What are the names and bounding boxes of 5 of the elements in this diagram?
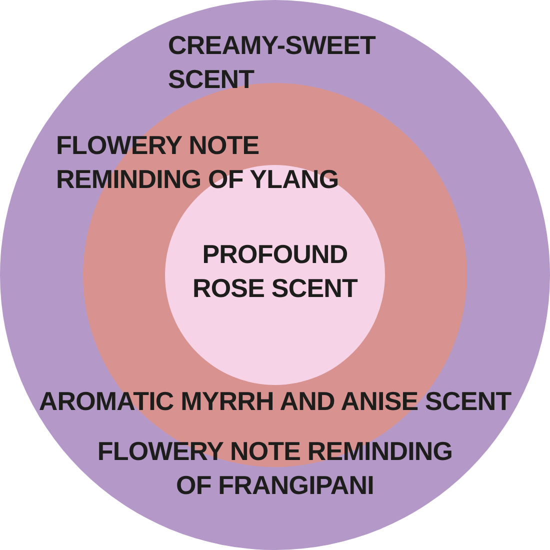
- ring-label: CREAMY-SWEET SCENT: [168, 29, 377, 96]
- ring-label: FLOWERY NOTE REMINDING OF FRANGIPANI: [96, 435, 454, 502]
- ring-label: AROMATIC MYRRH AND ANISE SCENT: [38, 386, 512, 416]
- ring-label: FLOWERY NOTE REMINDING OF YLANG: [56, 129, 340, 196]
- center-label: PROFOUND ROSE SCENT: [191, 238, 359, 305]
